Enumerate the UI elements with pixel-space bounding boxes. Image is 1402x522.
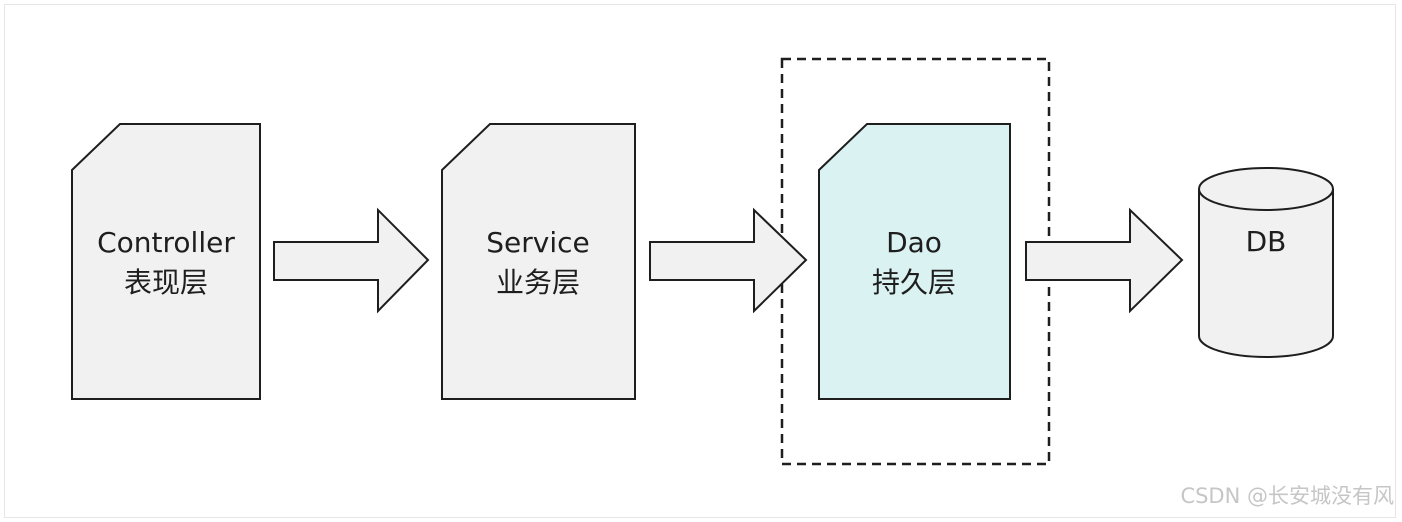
service-label-zh: 业务层 [496,266,580,299]
db-cylinder-body [1198,189,1334,358]
controller-label-zh: 表现层 [124,266,208,299]
arrow-controller-to-service [273,207,430,314]
db-node: DB [1198,167,1334,358]
csdn-watermark: CSDN @长安城没有风 [1180,484,1394,508]
controller-node: Controller 表现层 [71,123,261,400]
arrow-service-to-dao [649,207,808,314]
diagram-frame [4,4,1396,518]
service-label-en: Service [486,226,589,259]
service-node: Service 业务层 [441,123,636,400]
arrow-dao-to-db [1025,207,1184,314]
db-label: DB [1246,225,1287,258]
dao-label-en: Dao [886,226,942,259]
dao-node-shape [818,123,1011,400]
service-node-shape [441,123,636,400]
dao-label-zh: 持久层 [872,266,956,299]
db-cylinder-top [1198,167,1334,211]
controller-label-en: Controller [97,226,235,259]
dao-node: Dao 持久层 [818,123,1011,400]
controller-node-shape [71,123,261,400]
